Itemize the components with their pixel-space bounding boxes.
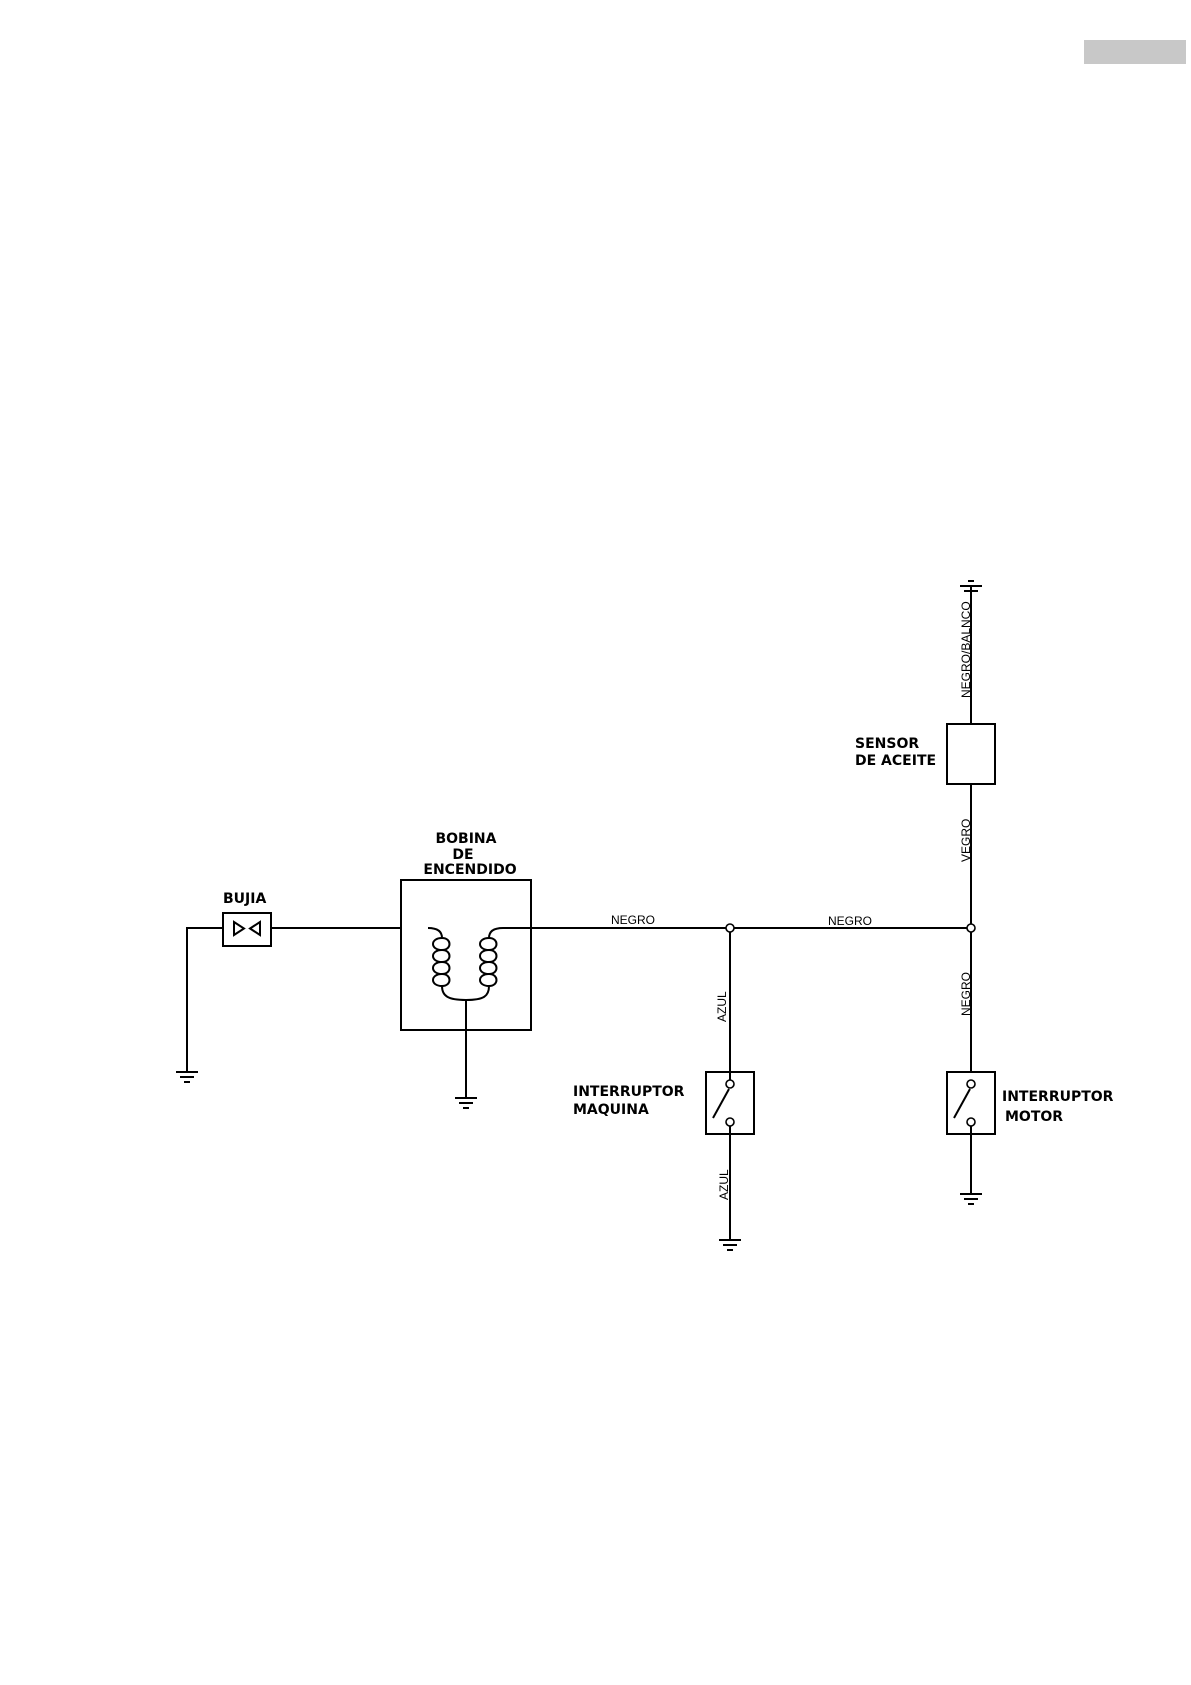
machine-switch-label-line2: MAQUINA	[573, 1102, 649, 1118]
spark-plug: BUJIA	[187, 891, 428, 1072]
machine-switch-label-line1: INTERRUPTOR	[573, 1084, 685, 1100]
coil-label-line3: ENCENDIDO	[423, 862, 516, 878]
wire-label-negro-balnco: NEGRO/BALNCO	[959, 601, 973, 698]
machine-switch-branch: AZUL AZUL INTERRUPTOR MAQUINA	[573, 928, 754, 1240]
ignition-coil: BOBINA DE ENCENDIDO	[401, 831, 531, 1098]
wire-label-azul-1: AZUL	[715, 991, 729, 1022]
wire-label-azul-2: AZUL	[717, 1169, 731, 1200]
sensor-label-line1: SENSOR	[855, 736, 919, 752]
junction-node	[726, 924, 734, 932]
ground-icon	[960, 1194, 982, 1204]
motor-switch-branch: NEGRO INTERRUPTOR MOTOR	[947, 928, 1114, 1194]
wire-label-negro-3: NEGRO	[959, 972, 973, 1016]
motor-switch-label-line1: INTERRUPTOR	[1002, 1089, 1114, 1105]
oil-sensor-branch: NEGRO/BALNCO VEGRO SENSOR DE ACEITE	[855, 586, 995, 928]
junction-node	[967, 924, 975, 932]
corner-tab	[1084, 40, 1186, 64]
sensor-label-line2: DE ACEITE	[855, 753, 936, 769]
wire-label-vegro: VEGRO	[959, 819, 973, 862]
ground-icon	[176, 1072, 198, 1082]
ground-icon	[455, 1098, 477, 1108]
ground-icon	[719, 1240, 741, 1250]
spark-plug-label: BUJIA	[223, 891, 266, 907]
motor-switch-label-line2: MOTOR	[1005, 1109, 1063, 1125]
coil-label-line1: BOBINA	[435, 831, 496, 847]
wire-label-negro-2: NEGRO	[828, 914, 872, 928]
wire-label-negro-1: NEGRO	[611, 913, 655, 927]
coil-label-line2: DE	[452, 847, 473, 863]
